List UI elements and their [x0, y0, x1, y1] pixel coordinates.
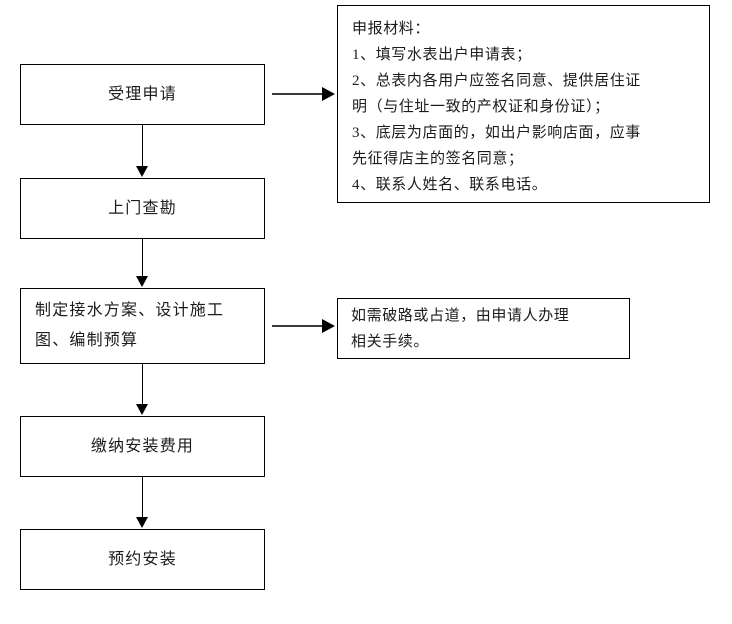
- connector-line-n1-n2: [142, 125, 143, 167]
- note-box-required-documents[interactable]: 申报材料： 1、填写水表出户申请表； 2、总表内各用户应签名同意、提供居住证 明…: [337, 5, 710, 203]
- note-item-1: 1、填写水表出户申请表；: [352, 47, 532, 63]
- connector-line-n1-note1: [272, 93, 323, 95]
- note-text-road-permit: 如需破路或占道，由申请人办理 相关手续。: [351, 308, 570, 350]
- connector-arrowhead-n3-note2: [322, 319, 335, 333]
- note-item-2: 2、总表内各用户应签名同意、提供居住证 明（与住址一致的产权证和身份证）；: [352, 73, 641, 115]
- flow-node-site-survey[interactable]: 上门查勘: [20, 178, 265, 239]
- flow-node-schedule-installation[interactable]: 预约安装: [20, 529, 265, 590]
- connector-arrowhead-n4-n5: [136, 517, 148, 528]
- flow-node-label: 制定接水方案、设计施工 图、编制预算: [35, 302, 225, 349]
- flow-node-receive-application[interactable]: 受理申请: [20, 64, 265, 125]
- connector-line-n3-n4: [142, 364, 143, 405]
- flow-node-label: 受理申请: [108, 85, 177, 103]
- flow-node-label: 上门查勘: [108, 199, 177, 217]
- connector-line-n4-n5: [142, 477, 143, 518]
- connector-arrowhead-n1-note1: [322, 87, 335, 101]
- connector-arrowhead-n3-n4: [136, 404, 148, 415]
- note-heading: 申报材料：: [352, 21, 431, 37]
- flow-node-label: 缴纳安装费用: [90, 437, 195, 455]
- connector-arrowhead-n1-n2: [136, 166, 148, 177]
- flow-node-design-plan[interactable]: 制定接水方案、设计施工 图、编制预算: [20, 288, 265, 364]
- connector-line-n2-n3: [142, 239, 143, 277]
- note-item-4: 4、联系人姓名、联系电话。: [352, 177, 548, 193]
- connector-line-n3-note2: [272, 325, 323, 327]
- flow-node-label: 预约安装: [108, 550, 177, 568]
- connector-arrowhead-n2-n3: [136, 276, 148, 287]
- flow-node-pay-installation-fee[interactable]: 缴纳安装费用: [20, 416, 265, 477]
- note-box-road-permit[interactable]: 如需破路或占道，由申请人办理 相关手续。: [337, 298, 630, 359]
- note-item-3: 3、底层为店面的，如出户影响店面，应事 先征得店主的签名同意；: [352, 125, 641, 167]
